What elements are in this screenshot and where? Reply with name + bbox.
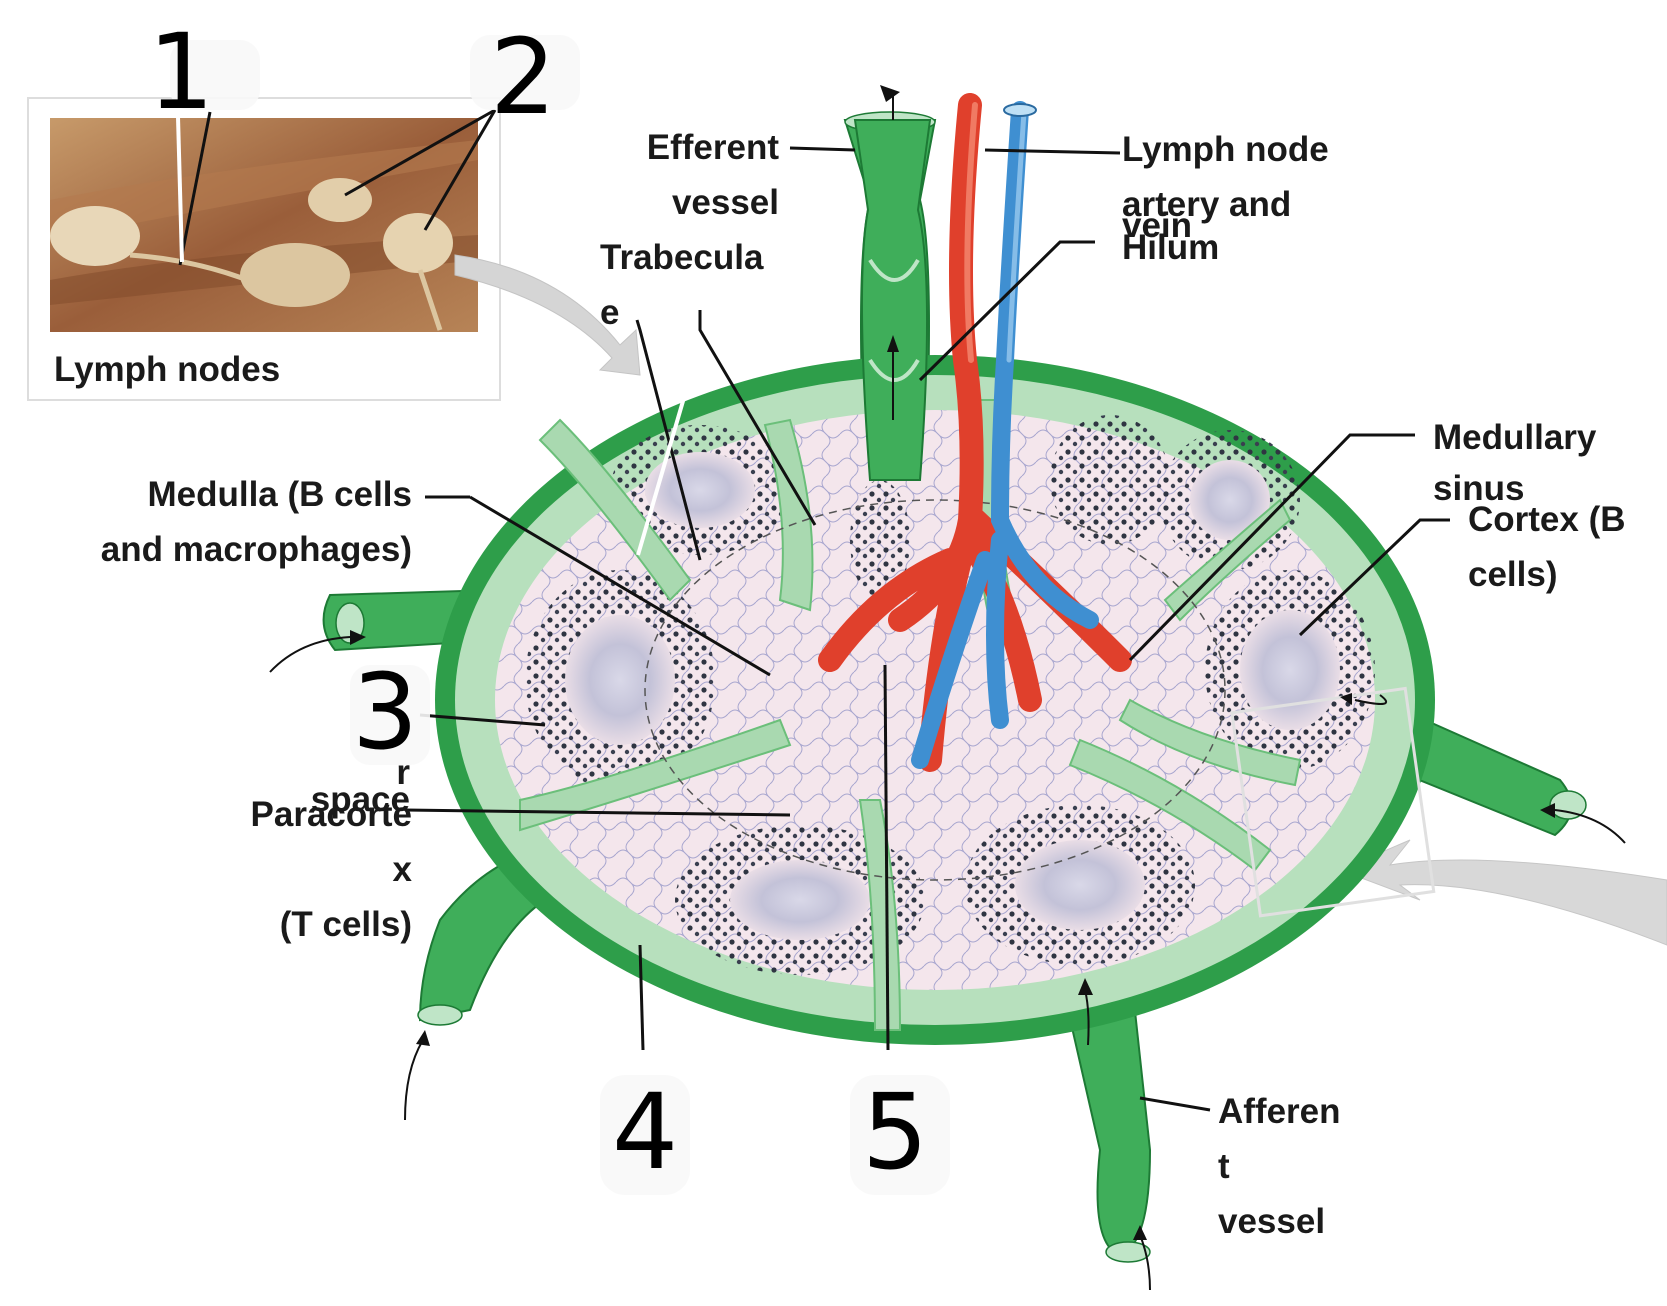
handwritten-number-1: 1	[148, 11, 215, 133]
zoom-box	[1230, 686, 1436, 918]
efferent-vessel	[853, 85, 932, 481]
handwritten-number-3: 3	[352, 651, 419, 773]
zoom-arrow-right	[1338, 839, 1667, 946]
photo-node-a	[50, 206, 140, 266]
label-paracortex: Paracorte x (T cells)	[250, 795, 412, 944]
photo-node-d	[240, 243, 350, 307]
label-cortex: Cortex (B cells)	[1468, 500, 1626, 594]
label-lymph-node-artery-vein: Lymph node artery and vein	[1122, 130, 1329, 245]
cortical-follicles	[525, 415, 1375, 975]
label-hilum: Hilum	[1122, 228, 1220, 267]
label-trabeculae: Trabecula e	[600, 238, 764, 332]
handwritten-number-5: 5	[862, 1071, 929, 1193]
inset-photo-panel	[27, 97, 641, 401]
label-medulla: Medulla (B cells and macrophages)	[100, 475, 412, 569]
label-subcapsular-fragment: r space	[310, 753, 410, 819]
artery-vein	[818, 93, 1132, 772]
label-afferent-vessel: Afferen t vessel	[1218, 1092, 1341, 1241]
label-efferent-vessel: Efferent vessel	[646, 128, 779, 222]
inset-caption: Lymph nodes	[54, 350, 281, 389]
handwritten-number-2: 2	[490, 16, 557, 138]
handwritten-number-4: 4	[612, 1071, 679, 1193]
photo-node-c	[383, 213, 453, 273]
leader-lines	[178, 108, 1450, 1112]
label-medullary-sinus: Medullary sinus	[1433, 418, 1597, 508]
